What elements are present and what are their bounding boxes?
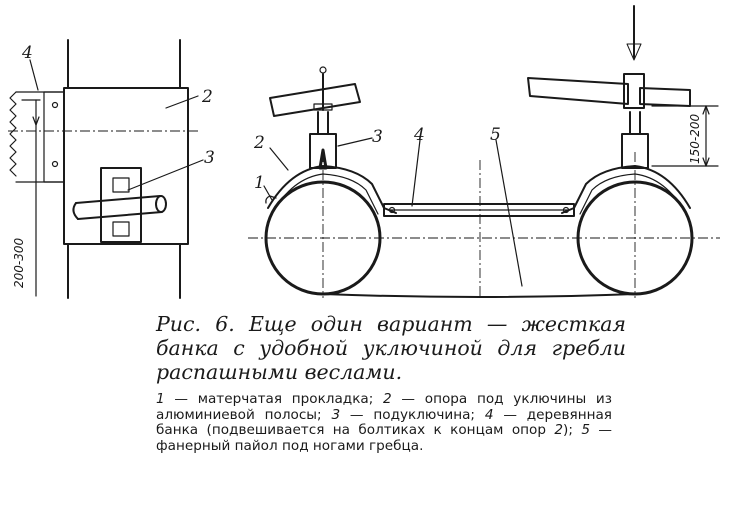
technical-drawing: 200-300 4 2 3 [8,5,720,299]
side-view: 150-200 2 3 4 5 1 [248,5,720,298]
legend-num: 2 [383,391,392,407]
seat-plank [383,203,575,217]
seat-plank-top-view [63,87,189,245]
plywood-floor [322,293,636,298]
side-label-2: 2 [253,133,265,153]
dimension-label-side: 150-200 [688,113,702,164]
oar-right [527,77,629,105]
oar-left [269,83,361,117]
side-label-3: 3 [372,127,383,147]
legend-text: — фанерный пайол под ногами гребца. [156,422,612,454]
legend-text: — подуключина; [340,406,485,423]
dimension-label-plan: 200-300 [12,237,26,288]
legend-num: 4 [484,406,494,423]
legend-num: 3 [331,406,341,423]
support-strip-left [267,165,397,214]
oarlock-post-right [621,133,649,169]
side-label-4: 4 [413,125,425,145]
support-strip-right [561,165,691,214]
legend-text: ); [563,422,582,438]
legend-num: 2 [554,422,564,438]
side-label-1: 1 [254,173,265,193]
oar-shaft-top-view [75,195,163,220]
figure-legend: 1 — матерчатая прокладка; 2 — опора под … [156,391,612,454]
plan-label-2: 2 [201,87,213,107]
plan-label-4: 4 [21,43,33,63]
frame-edge [9,91,17,177]
legend-num: 1 [156,391,165,407]
support-strip-end [43,91,65,183]
plan-label-3: 3 [204,148,215,168]
plan-view: 200-300 4 2 3 [8,39,215,299]
oarlock-socket-top-view [100,167,142,243]
legend-text: — матерчатая прокладка; [164,391,384,407]
legend-text: — деревянная банка (подвешивается на бол… [156,406,612,438]
figure-caption-title: Рис. 6. Еще один вариант — жесткая банка… [156,312,626,384]
pontoon-tube-top-view [67,39,181,299]
legend-text: — опора под уключины из алюминиевой поло… [156,391,612,423]
side-label-5: 5 [490,125,501,145]
legend-num: 5 [581,422,590,438]
